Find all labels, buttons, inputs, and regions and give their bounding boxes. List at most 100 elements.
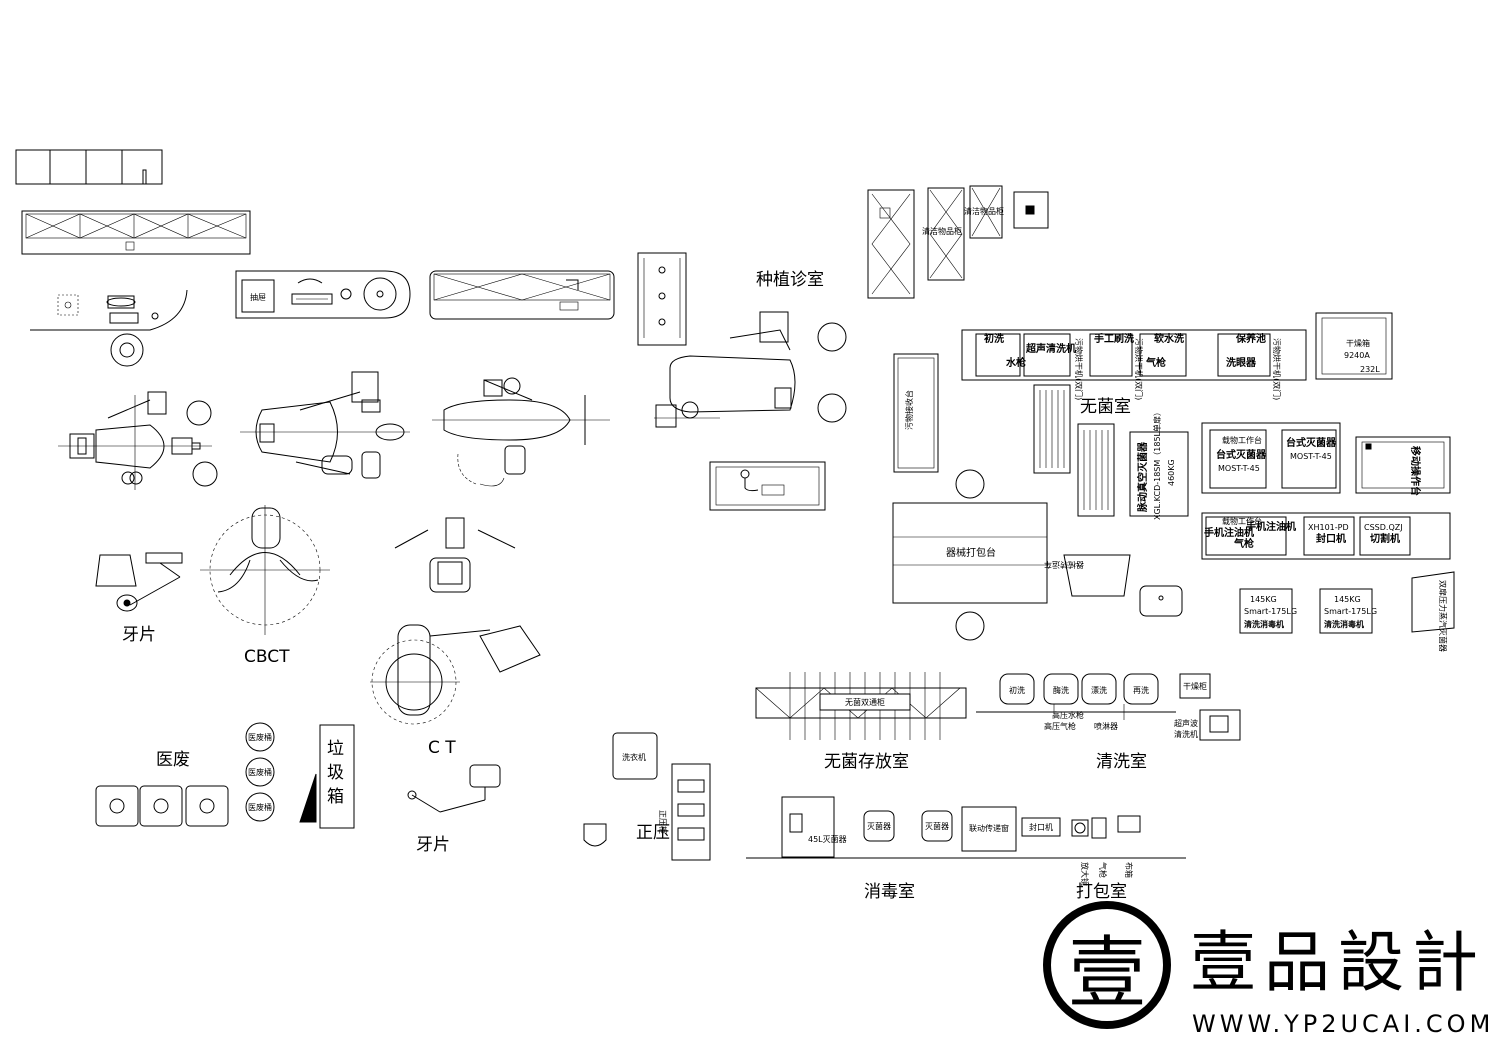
dental-chair-1 xyxy=(58,391,218,490)
maintenance-pool-label: 保养池 xyxy=(1235,332,1266,345)
dryer-volume-label: 232L xyxy=(1360,365,1380,374)
vacuum-sterilizer-label-2: XGL.KCD-18SM（185L单扉） xyxy=(1152,408,1162,520)
cabinet-implant-vertical xyxy=(637,252,687,346)
room-label-sterile: 无菌室 xyxy=(1080,397,1131,417)
manual-wash-label: 手工刷洗 xyxy=(1094,332,1134,345)
cutter-model-label: CSSD.QZJ xyxy=(1364,523,1403,532)
ultrasonic-3-label: 清洗机 xyxy=(1174,729,1198,739)
ultrasonic-label: 超声清洗机 xyxy=(1025,342,1076,355)
washing-machine: 洗衣机 xyxy=(583,732,658,847)
dental-chair-3 xyxy=(432,377,610,487)
soft-wash-label: 软水洗 xyxy=(1154,332,1184,345)
room-label-implant: 种植诊室 xyxy=(756,270,824,290)
reception-counter: 抽屉 xyxy=(235,270,411,319)
dry-cabinet: 干燥柜 xyxy=(1179,673,1211,699)
mobile-table-label: 移动操作台 xyxy=(1409,446,1422,496)
autoclave-45-label: 45L灭菌器 xyxy=(808,834,847,844)
long-counter-left xyxy=(21,210,251,255)
desktop-sterilizer-2-label: 台式灭菌器 xyxy=(1286,436,1337,449)
washing-machine-label: 洗衣机 xyxy=(622,752,646,762)
positive-pressure-rack: 正压柜 xyxy=(658,763,711,861)
washer-disinfectors: 145KG Smart-175LG 清洗消毒机 145KG Smart-175L… xyxy=(1239,588,1377,634)
room-label-cleaning: 清洗室 xyxy=(1096,752,1147,772)
washer-disinfector-2-label: 清洗消毒机 xyxy=(1324,619,1364,629)
sterile-double-cabinet: 无菌双通柜 xyxy=(755,672,967,740)
dental-chair-implant xyxy=(654,311,847,428)
sink-initial-label: 初洗 xyxy=(1009,685,1025,695)
spray-device-label: 喷淋器 xyxy=(1094,721,1118,731)
dental-chair-2 xyxy=(240,371,410,479)
air-gun-label: 气枪 xyxy=(1145,356,1166,369)
dryer-box-label: 干燥箱 xyxy=(1346,338,1370,348)
water-gun-label: 水枪 xyxy=(1005,356,1026,369)
instrument-transfer-cart: 器械转运车 xyxy=(1044,554,1131,597)
sink-final-label: 再洗 xyxy=(1133,685,1149,695)
model-2-label: MOST-T-45 xyxy=(1290,452,1332,461)
dryer-box: 干燥箱 9240A 232L xyxy=(1315,312,1393,380)
brand-logo-glyph: 壹 xyxy=(1068,929,1146,1019)
instrument-pack-table: 器械打包台 xyxy=(892,469,1048,641)
desktop-sterilizer-1-label: 台式灭菌器 xyxy=(1216,448,1267,461)
sink-rinse-label: 漂洗 xyxy=(1091,685,1107,695)
sealer-model-label: XH101-PD xyxy=(1308,523,1349,532)
weight-1-label: 145KG xyxy=(1250,595,1277,604)
high-pressure-air-label: 高压气枪 xyxy=(1044,721,1076,731)
room-label-xray-bottom: 牙片 xyxy=(416,835,450,855)
office-desk-left xyxy=(30,289,188,367)
dirty-dryer-2-label: 污物烘干机(双门) xyxy=(1134,338,1144,400)
dirty-receiving-cart: 污物接收台 xyxy=(893,353,939,473)
packing-equipment: 封口机 放大镜 气枪 布箱 xyxy=(1021,815,1141,886)
instrument-pack-table-label: 器械打包台 xyxy=(946,546,996,559)
model-1-label: MOST-T-45 xyxy=(1218,464,1260,473)
dirty-cart-label: 污物接收台 xyxy=(904,390,914,430)
cabinet-row-top-left xyxy=(15,149,163,185)
cbct-unit xyxy=(200,505,330,635)
mobile-operation-table: 移动操作台 xyxy=(1355,436,1451,496)
trash-label-2: 圾 xyxy=(327,763,344,783)
carrier-table-1-label: 载物工作台 xyxy=(1222,435,1262,445)
sterilizer-b-label: 灭菌器 xyxy=(925,821,949,831)
room-label-disinfection: 消毒室 xyxy=(864,882,915,902)
cleaning-sinks: 初洗 酶洗 漂洗 再洗 高压水枪 高压气枪 喷淋器 xyxy=(999,673,1159,731)
vacuum-sterilizer-label-1: 脉动真空灭菌器 xyxy=(1136,441,1149,513)
clean-cabinet-1-label: 清洁物品柜 xyxy=(922,226,962,236)
weight-2-label: 145KG xyxy=(1334,595,1361,604)
cleaning-line: 初洗 水枪 超声清洗机 污物烘干机(双门) 手工刷洗 污物烘干机(双门) 软水洗… xyxy=(961,329,1307,400)
carrier-table-2-label: 载物工作台 xyxy=(1222,516,1262,526)
room-label-xray-left: 牙片 xyxy=(122,625,156,645)
room-label-packing: 打包室 xyxy=(1076,882,1127,902)
sealer-2-label: 封口机 xyxy=(1029,822,1053,832)
brand-url: WWW.YP2UCAI.COM xyxy=(1192,1010,1488,1038)
sterilizer-a-label: 灭菌器 xyxy=(867,821,891,831)
positive-pressure-unit-label: 正压柜 xyxy=(658,810,668,834)
washer-model-2-label: Smart-175LG xyxy=(1324,607,1377,616)
vacuum-sterilizer: 脉动真空灭菌器 XGL.KCD-18SM（185L单扉） 460KG xyxy=(1129,408,1189,520)
sterile-double-cabinet-label: 无菌双通柜 xyxy=(845,697,885,707)
sink-enzyme-label: 酶洗 xyxy=(1053,685,1069,695)
room-label-sterile-storage: 无菌存放室 xyxy=(824,752,909,772)
room-label-ct: C T xyxy=(428,738,456,758)
trash-label-3: 箱 xyxy=(327,787,344,807)
desktop-sterilizers: 载物工作台 台式灭菌器 MOST-T-45 台式灭菌器 MOST-T-45 xyxy=(1201,422,1341,494)
instrument-cart-label: 器械转运车 xyxy=(1044,560,1084,570)
pass-box: 双扉压力蒸汽灭菌器 xyxy=(1411,571,1455,652)
waste-bin-circles: 医废桶 医废桶 医废桶 xyxy=(245,722,275,822)
handpiece-oiler-2-label: 手机注油机 xyxy=(1246,520,1296,533)
room-label-positive-pressure: 正压 xyxy=(636,823,670,843)
xray-unit-bottom xyxy=(407,764,501,813)
sterile-racks xyxy=(1033,384,1115,517)
wall-cabinet-center xyxy=(429,270,615,320)
ct-room-workstation xyxy=(394,517,516,593)
waste-bin-label-1: 医废桶 xyxy=(248,732,272,742)
high-pressure-water-label: 高压水枪 xyxy=(1052,710,1084,720)
cutter-label: 切割机 xyxy=(1370,532,1400,545)
dryer-model-label: 9240A xyxy=(1344,351,1370,360)
medical-waste-bins xyxy=(95,785,229,827)
cloth-box-label: 布箱 xyxy=(1124,862,1134,878)
trash-label-1: 垃 xyxy=(327,739,344,759)
conveyor-window: 联动传递窗 xyxy=(961,806,1017,852)
storage-racks-top: 清洁物品柜 清洁物品柜 xyxy=(867,185,1049,299)
dry-cabinet-label: 干燥柜 xyxy=(1183,681,1207,691)
conveyor-label: 联动传递窗 xyxy=(969,823,1009,833)
